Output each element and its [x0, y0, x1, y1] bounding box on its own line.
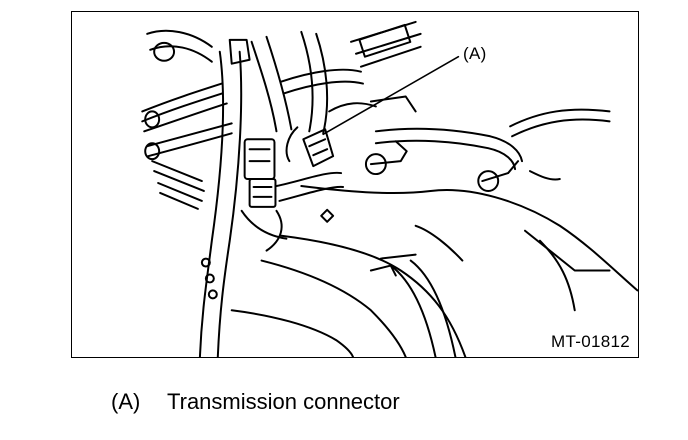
legend: (A) Transmission connector — [111, 391, 400, 413]
figure-code: MT-01812 — [551, 332, 630, 351]
legend-text: Transmission connector — [167, 389, 400, 414]
figure-frame: (A) MT-01812 — [71, 11, 639, 358]
vertical-tube — [198, 38, 251, 357]
legend-key: (A) — [111, 389, 141, 414]
transmission-connector — [243, 138, 277, 208]
lower-right-tube — [379, 229, 611, 357]
transmission-illustration — [141, 20, 638, 357]
right-pipes — [364, 95, 611, 192]
harness-lines-left — [141, 29, 233, 210]
central-hose — [240, 171, 345, 252]
callout-leader — [322, 55, 460, 136]
callout-label-a: (A) — [463, 44, 487, 63]
transmission-case — [230, 184, 638, 357]
upper-hoses — [250, 20, 422, 135]
